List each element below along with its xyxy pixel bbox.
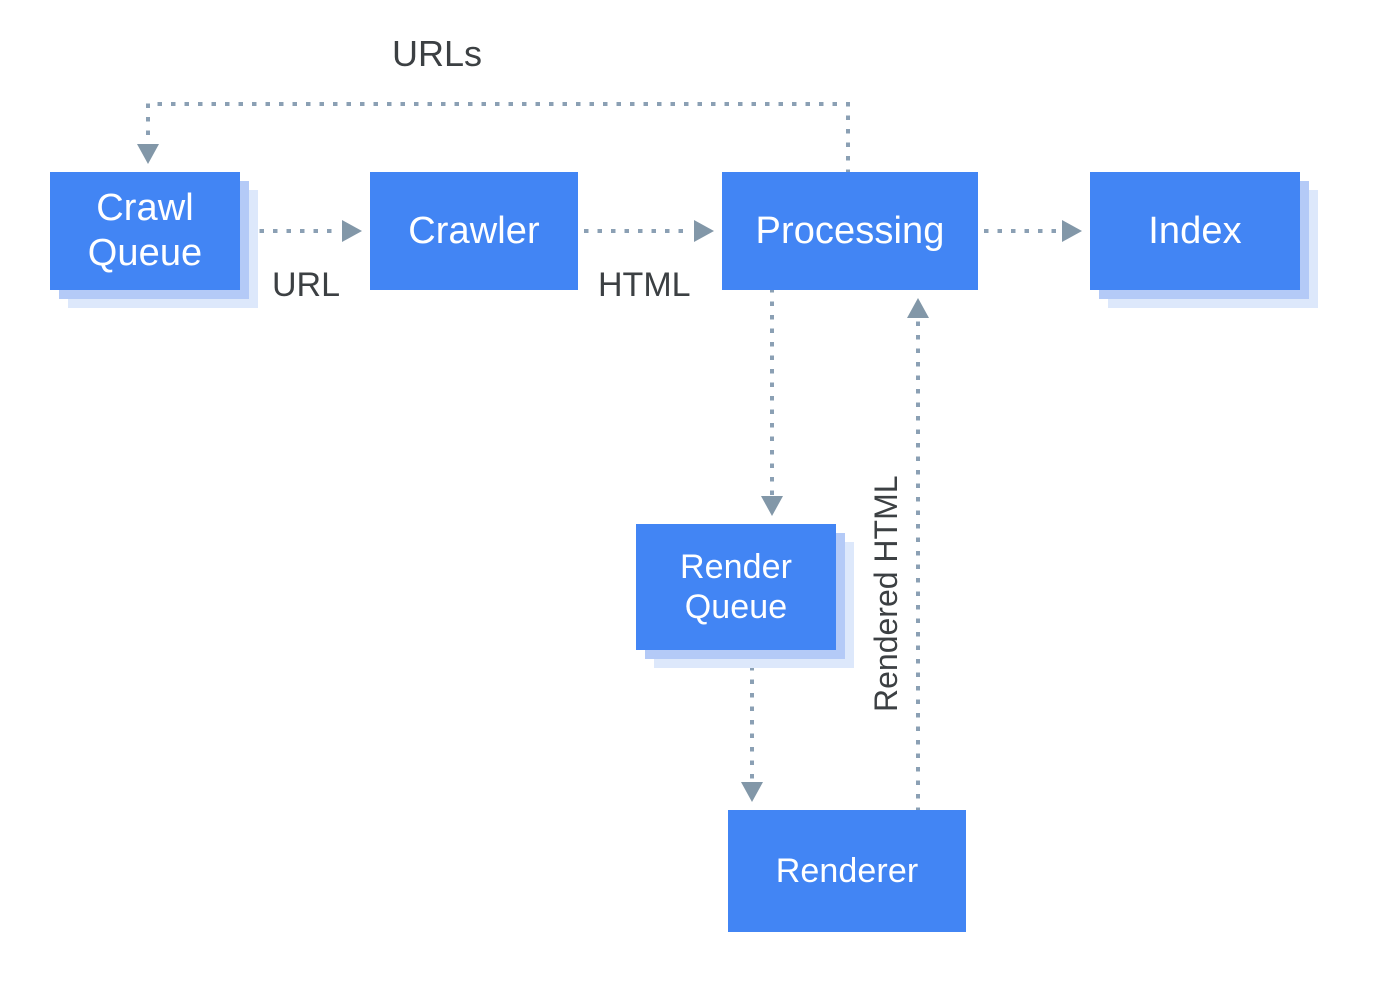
node-label-crawler: Crawler (370, 172, 578, 290)
node-crawler[interactable]: Crawler (370, 172, 578, 290)
node-processing[interactable]: Processing (722, 172, 978, 290)
node-render-queue[interactable]: Render Queue (636, 524, 854, 668)
label-urls: URLs (392, 33, 483, 74)
edge-processing-to-crawl-queue (137, 102, 850, 174)
node-index[interactable]: Index (1090, 172, 1318, 308)
edge-crawl-queue-to-crawler (246, 220, 362, 242)
label-url: URL (272, 266, 341, 304)
node-label-index: Index (1090, 172, 1300, 290)
edge-render-queue-to-renderer (741, 666, 763, 802)
edge-processing-to-index (984, 220, 1082, 242)
edge-renderer-to-processing (907, 298, 929, 812)
label-html: HTML (598, 266, 691, 304)
node-label-processing: Processing (722, 172, 978, 290)
edge-crawler-to-processing (584, 220, 714, 242)
label-rendered-html: Rendered HTML (868, 475, 904, 712)
node-renderer[interactable]: Renderer (728, 810, 966, 932)
edge-processing-to-render-queue (761, 288, 783, 516)
node-crawl-queue[interactable]: Crawl Queue (50, 172, 258, 308)
node-label-render-queue: Render Queue (636, 524, 836, 650)
node-label-renderer: Renderer (728, 810, 966, 932)
node-label-crawl-queue: Crawl Queue (50, 172, 240, 290)
